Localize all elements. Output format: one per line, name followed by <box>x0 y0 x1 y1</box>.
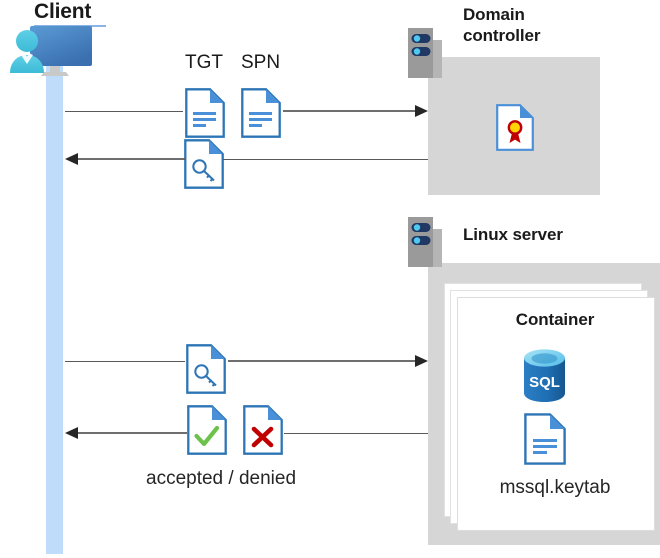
flow-3-line-right-with-arrow <box>228 353 428 369</box>
container-title: Container <box>515 310 595 329</box>
document-lines-icon <box>241 88 281 138</box>
tgt-label: TGT <box>185 52 223 73</box>
document-key-icon <box>184 139 224 189</box>
document-icon <box>524 413 566 465</box>
accepted-denied-caption: accepted / denied <box>146 468 297 489</box>
svg-text:SQL: SQL <box>529 374 560 391</box>
keytab-file-label: mssql.keytab <box>499 477 611 498</box>
linux-server-title: Linux server <box>463 225 563 244</box>
client-lifeline <box>46 44 63 554</box>
client-title: Client <box>34 0 92 23</box>
flow-1-line-right-with-arrow <box>283 103 428 119</box>
flow-2-line-right <box>223 159 428 160</box>
document-cross-icon <box>243 405 283 455</box>
container-card-front <box>457 297 655 531</box>
domain-controller-title: Domain controller <box>463 5 541 45</box>
certificate-document-icon <box>496 104 534 151</box>
flow-1-line-left <box>65 111 183 112</box>
user-with-monitor-icon <box>6 22 102 86</box>
flow-4-line-right <box>284 433 428 434</box>
server-rack-icon <box>408 28 442 78</box>
flow-3-line-left <box>65 361 185 362</box>
server-rack-icon <box>408 217 442 267</box>
document-check-icon <box>187 405 227 455</box>
flow-4-line-left-with-arrow <box>65 425 187 441</box>
document-lines-icon <box>185 88 225 138</box>
flow-2-line-left-with-arrow <box>65 151 185 167</box>
sql-database-icon: SQL <box>521 348 568 403</box>
document-key-icon <box>186 344 226 394</box>
spn-label: SPN <box>241 52 281 73</box>
